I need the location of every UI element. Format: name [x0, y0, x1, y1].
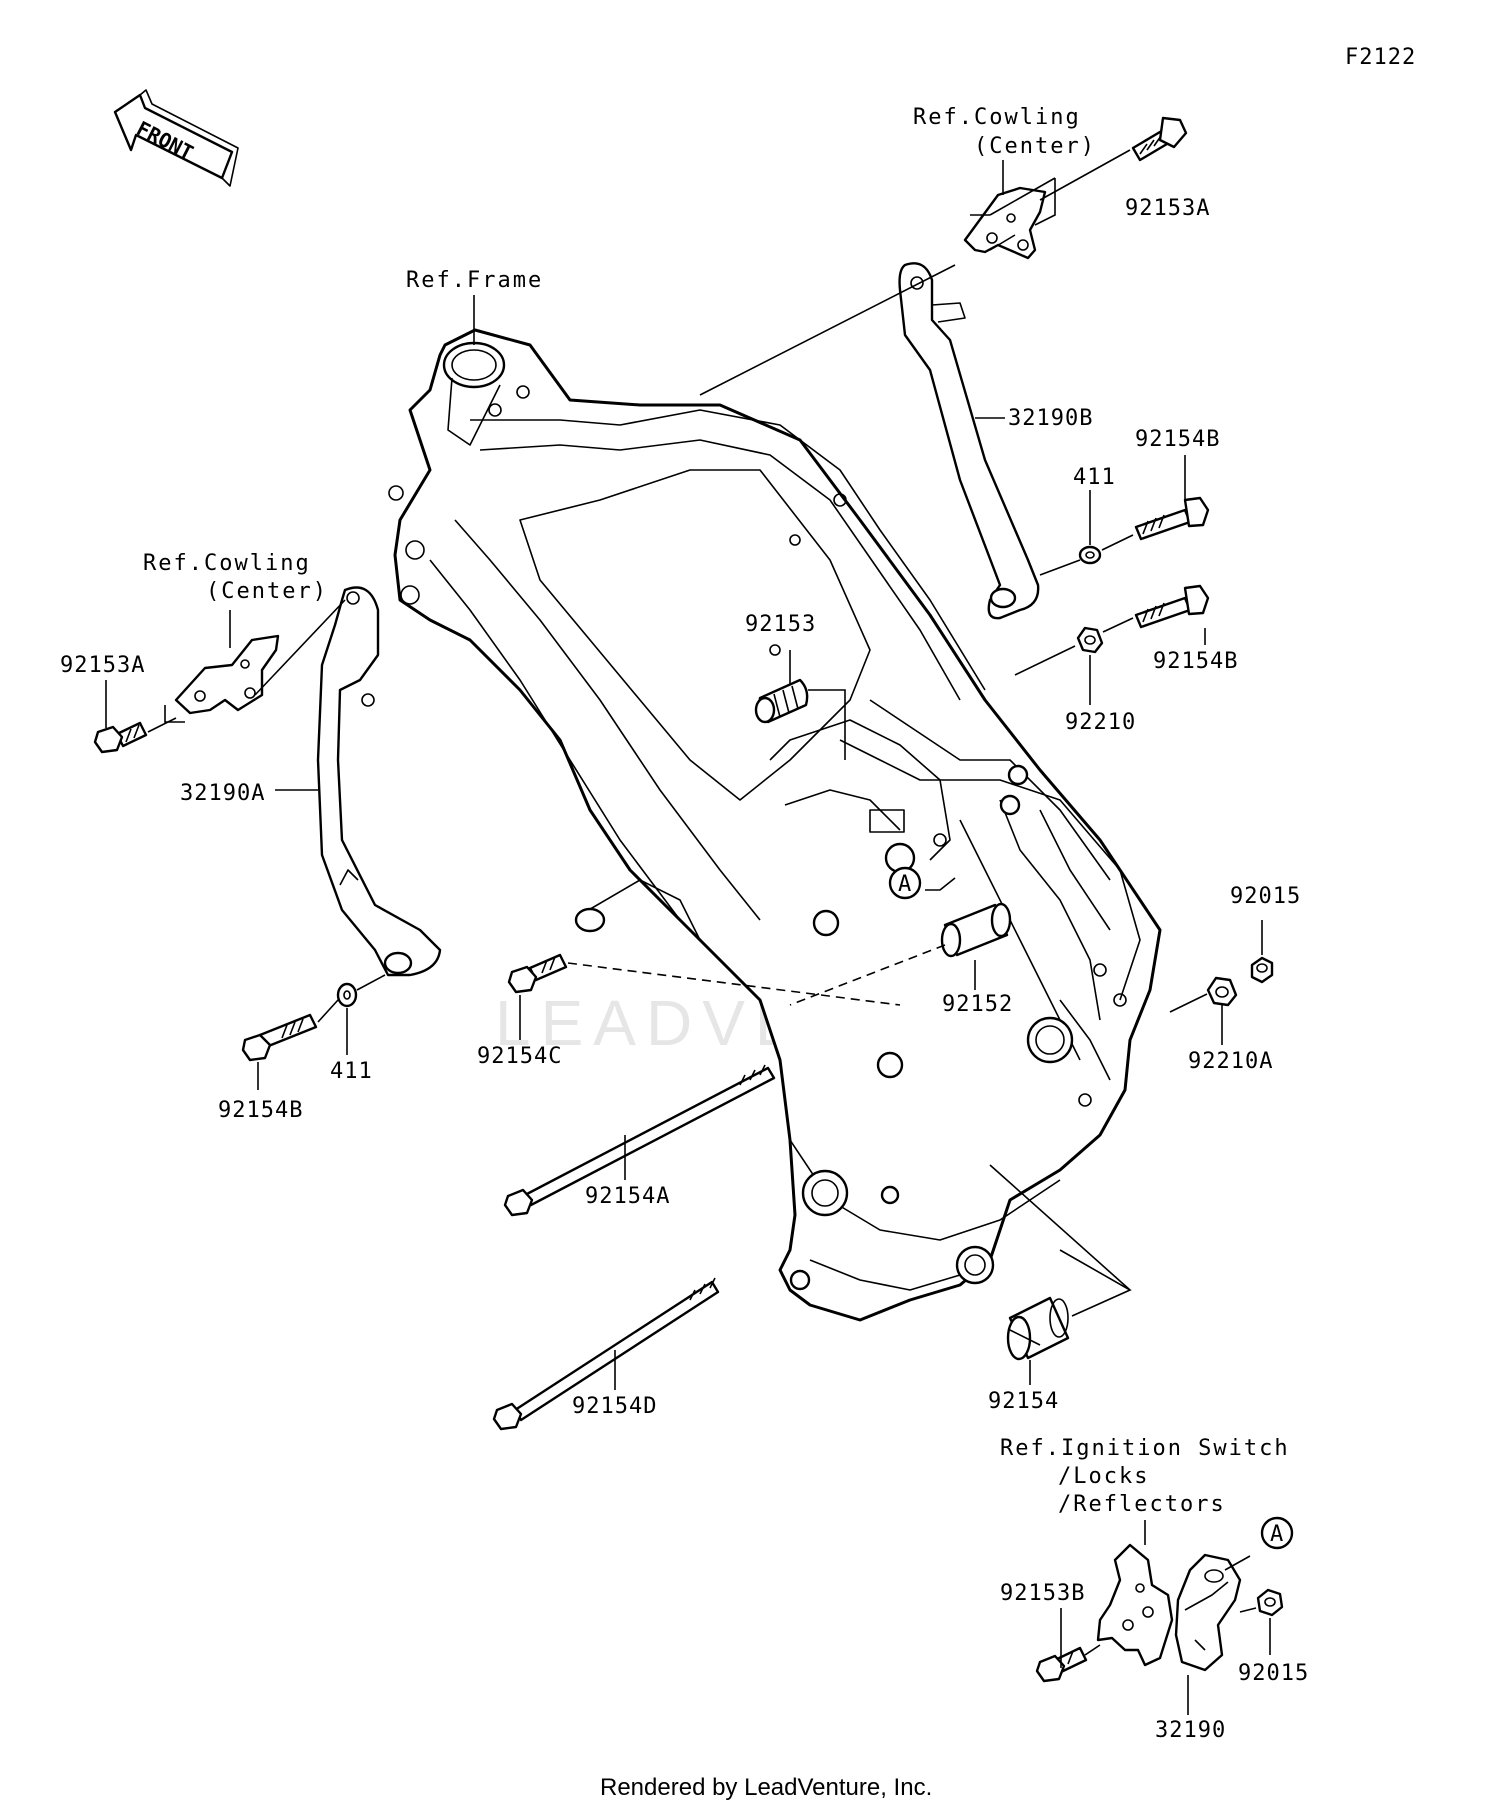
label-92154: 92154: [988, 1389, 1059, 1414]
leader-lines: [105, 149, 1271, 1715]
ref-cowling-left-1: Ref.Cowling: [143, 551, 311, 576]
nut-92210A: [1206, 976, 1238, 1007]
label-92210: 92210: [1065, 710, 1136, 735]
bolt-92153B: [1035, 1646, 1088, 1683]
ref-ignition-3: /Reflectors: [1058, 1492, 1226, 1517]
washer-411-right: [1078, 545, 1102, 565]
ref-ignition-1: Ref.Ignition Switch: [1000, 1436, 1290, 1461]
label-92153A-left: 92153A: [60, 653, 145, 678]
ref-ignition-2: /Locks: [1058, 1464, 1149, 1489]
marker-a-bracket: A: [1260, 1516, 1294, 1550]
collar-92154: [1006, 1296, 1070, 1361]
collar-92153: [754, 678, 809, 724]
front-arrow-icon: FRONT: [113, 89, 239, 187]
washer-411-left: [336, 982, 358, 1008]
bolt-92154B-top: [1134, 496, 1210, 541]
part-number-labels: 92153A 32190B 411 92154B 92154B 92210 92…: [60, 196, 1309, 1743]
nut-92015-right: [1250, 956, 1274, 984]
label-92015-bottom: 92015: [1238, 1661, 1309, 1686]
bolt-92154A: [503, 1064, 776, 1217]
label-411-left: 411: [330, 1059, 373, 1084]
nut-92015-bottom: [1256, 1588, 1284, 1617]
label-92154B-mid: 92154B: [1153, 649, 1238, 674]
marker-a-frame: A: [888, 866, 922, 900]
label-92153A-top: 92153A: [1125, 196, 1210, 221]
bracket-32190B: [898, 262, 1040, 620]
bolt-92154D: [492, 1277, 720, 1431]
bracket-32190A: [316, 586, 442, 977]
bolt-92153A-top: [1131, 116, 1188, 162]
label-92154C: 92154C: [477, 1044, 562, 1069]
ref-cowling-top-1: Ref.Cowling: [913, 105, 1081, 130]
spacer-92152: [940, 902, 1012, 958]
label-92154A: 92154A: [585, 1184, 670, 1209]
label-32190B: 32190B: [1008, 406, 1093, 431]
label-92154B-top: 92154B: [1135, 427, 1220, 452]
bolt-92153A-left: [93, 721, 148, 754]
diagram-code: F2122: [1345, 45, 1416, 70]
label-32190: 32190: [1155, 1718, 1226, 1743]
bolt-92154C: [507, 953, 568, 994]
label-92154D: 92154D: [572, 1394, 657, 1419]
ref-cowling-left-2: (Center): [206, 579, 328, 604]
label-92015-right: 92015: [1230, 884, 1301, 909]
ref-labels: Ref.Cowling (Center) Ref.Frame Ref.Cowli…: [143, 105, 1290, 1517]
footer-credit: Rendered by LeadVenture, Inc.: [600, 1774, 932, 1801]
label-92153B: 92153B: [1000, 1581, 1085, 1606]
cowling-bracket-left: [174, 634, 280, 715]
label-92152: 92152: [942, 992, 1013, 1017]
cowling-bracket-top: [963, 186, 1047, 260]
label-92153: 92153: [745, 612, 816, 637]
ignition-bracket-group: [1096, 1543, 1242, 1672]
ref-cowling-top-2: (Center): [974, 134, 1096, 159]
label-92210A: 92210A: [1188, 1049, 1273, 1074]
bolt-92154B-left: [241, 1013, 318, 1062]
ref-frame: Ref.Frame: [406, 268, 543, 293]
label-92154B-left: 92154B: [218, 1098, 303, 1123]
label-32190A: 32190A: [180, 781, 265, 806]
marker-a-frame-text: A: [898, 872, 912, 897]
marker-a-bracket-text: A: [1270, 1522, 1284, 1547]
bolt-92154B-mid: [1134, 584, 1210, 629]
nut-92210: [1076, 626, 1104, 654]
frame-assembly: [388, 328, 1162, 1322]
label-411-right: 411: [1073, 465, 1116, 490]
